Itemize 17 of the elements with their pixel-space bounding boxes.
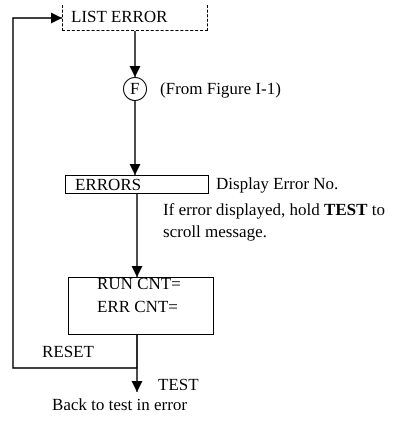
- connector-circle: [123, 77, 147, 101]
- node-text: ERR CNT=: [97, 298, 178, 317]
- arrow: [130, 101, 140, 175]
- arrow: [12, 12, 138, 369]
- arrow: [130, 31, 140, 77]
- annotation-text: Display Error No.: [216, 175, 338, 194]
- node-text: ERRORS: [75, 176, 142, 195]
- annotation-text: If error displayed, hold TEST to scroll message.: [163, 199, 386, 244]
- display-box: [68, 277, 214, 335]
- node-text: F: [130, 80, 140, 99]
- annotation-text: (From Figure I-1): [160, 80, 281, 99]
- node-text: Back to test in error: [52, 396, 188, 415]
- display-box: [62, 5, 208, 31]
- node-text: LIST ERROR: [71, 8, 168, 27]
- display-box: [65, 175, 209, 194]
- arrow: [132, 194, 142, 277]
- node-text: RUN CNT=: [97, 275, 181, 294]
